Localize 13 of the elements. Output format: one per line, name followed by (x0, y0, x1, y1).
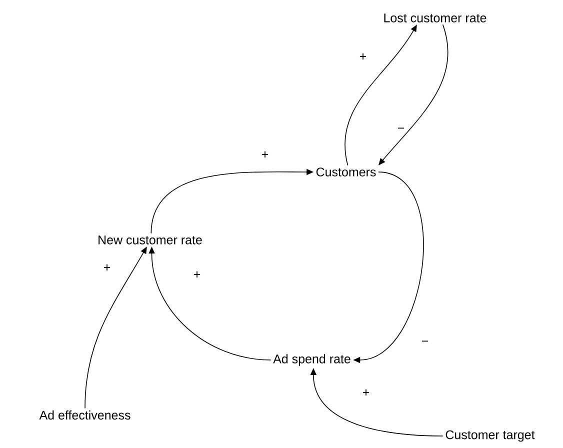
node-label: New customer rate (98, 236, 202, 244)
edge-label: − (398, 128, 404, 129)
node-label: Ad spend rate (273, 354, 350, 366)
edge-label: + (362, 389, 370, 396)
node-label: Ad effectiveness (39, 410, 130, 420)
edge-label: + (194, 271, 200, 278)
node-label: Customer target (446, 430, 535, 442)
node-label: Lost customer rate (384, 14, 486, 22)
edge-label: + (104, 264, 110, 270)
edge-label: − (422, 340, 428, 342)
edge-label: + (262, 151, 268, 158)
edge-label: + (360, 53, 366, 60)
node-label: Customers (316, 168, 376, 176)
